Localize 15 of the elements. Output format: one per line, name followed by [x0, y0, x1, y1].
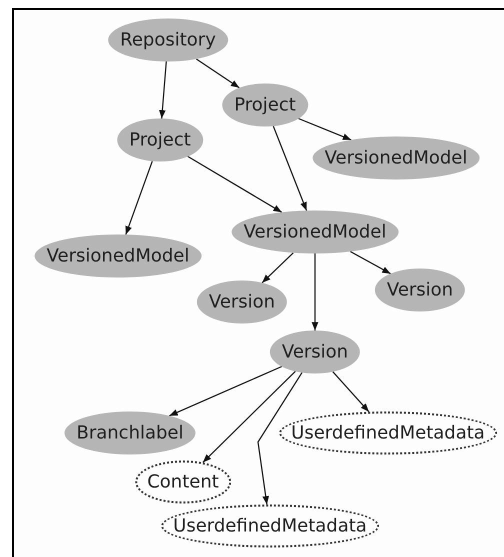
arrow [332, 371, 370, 412]
arrow [202, 370, 296, 463]
dotted-ellipse-node: Content [135, 460, 231, 504]
arrow [312, 254, 318, 330]
arrow [169, 366, 282, 416]
arrow [262, 252, 294, 284]
dotted-ellipse-node: UserdefinedMetadata [161, 504, 379, 548]
arrow [125, 161, 153, 235]
dotted-ellipse-node: UserdefinedMetadata [279, 412, 497, 454]
arrow [272, 126, 308, 211]
arrow [187, 156, 282, 213]
arrow [159, 61, 167, 119]
arrow [257, 372, 302, 505]
arrow [350, 250, 391, 274]
arrow [298, 118, 352, 140]
